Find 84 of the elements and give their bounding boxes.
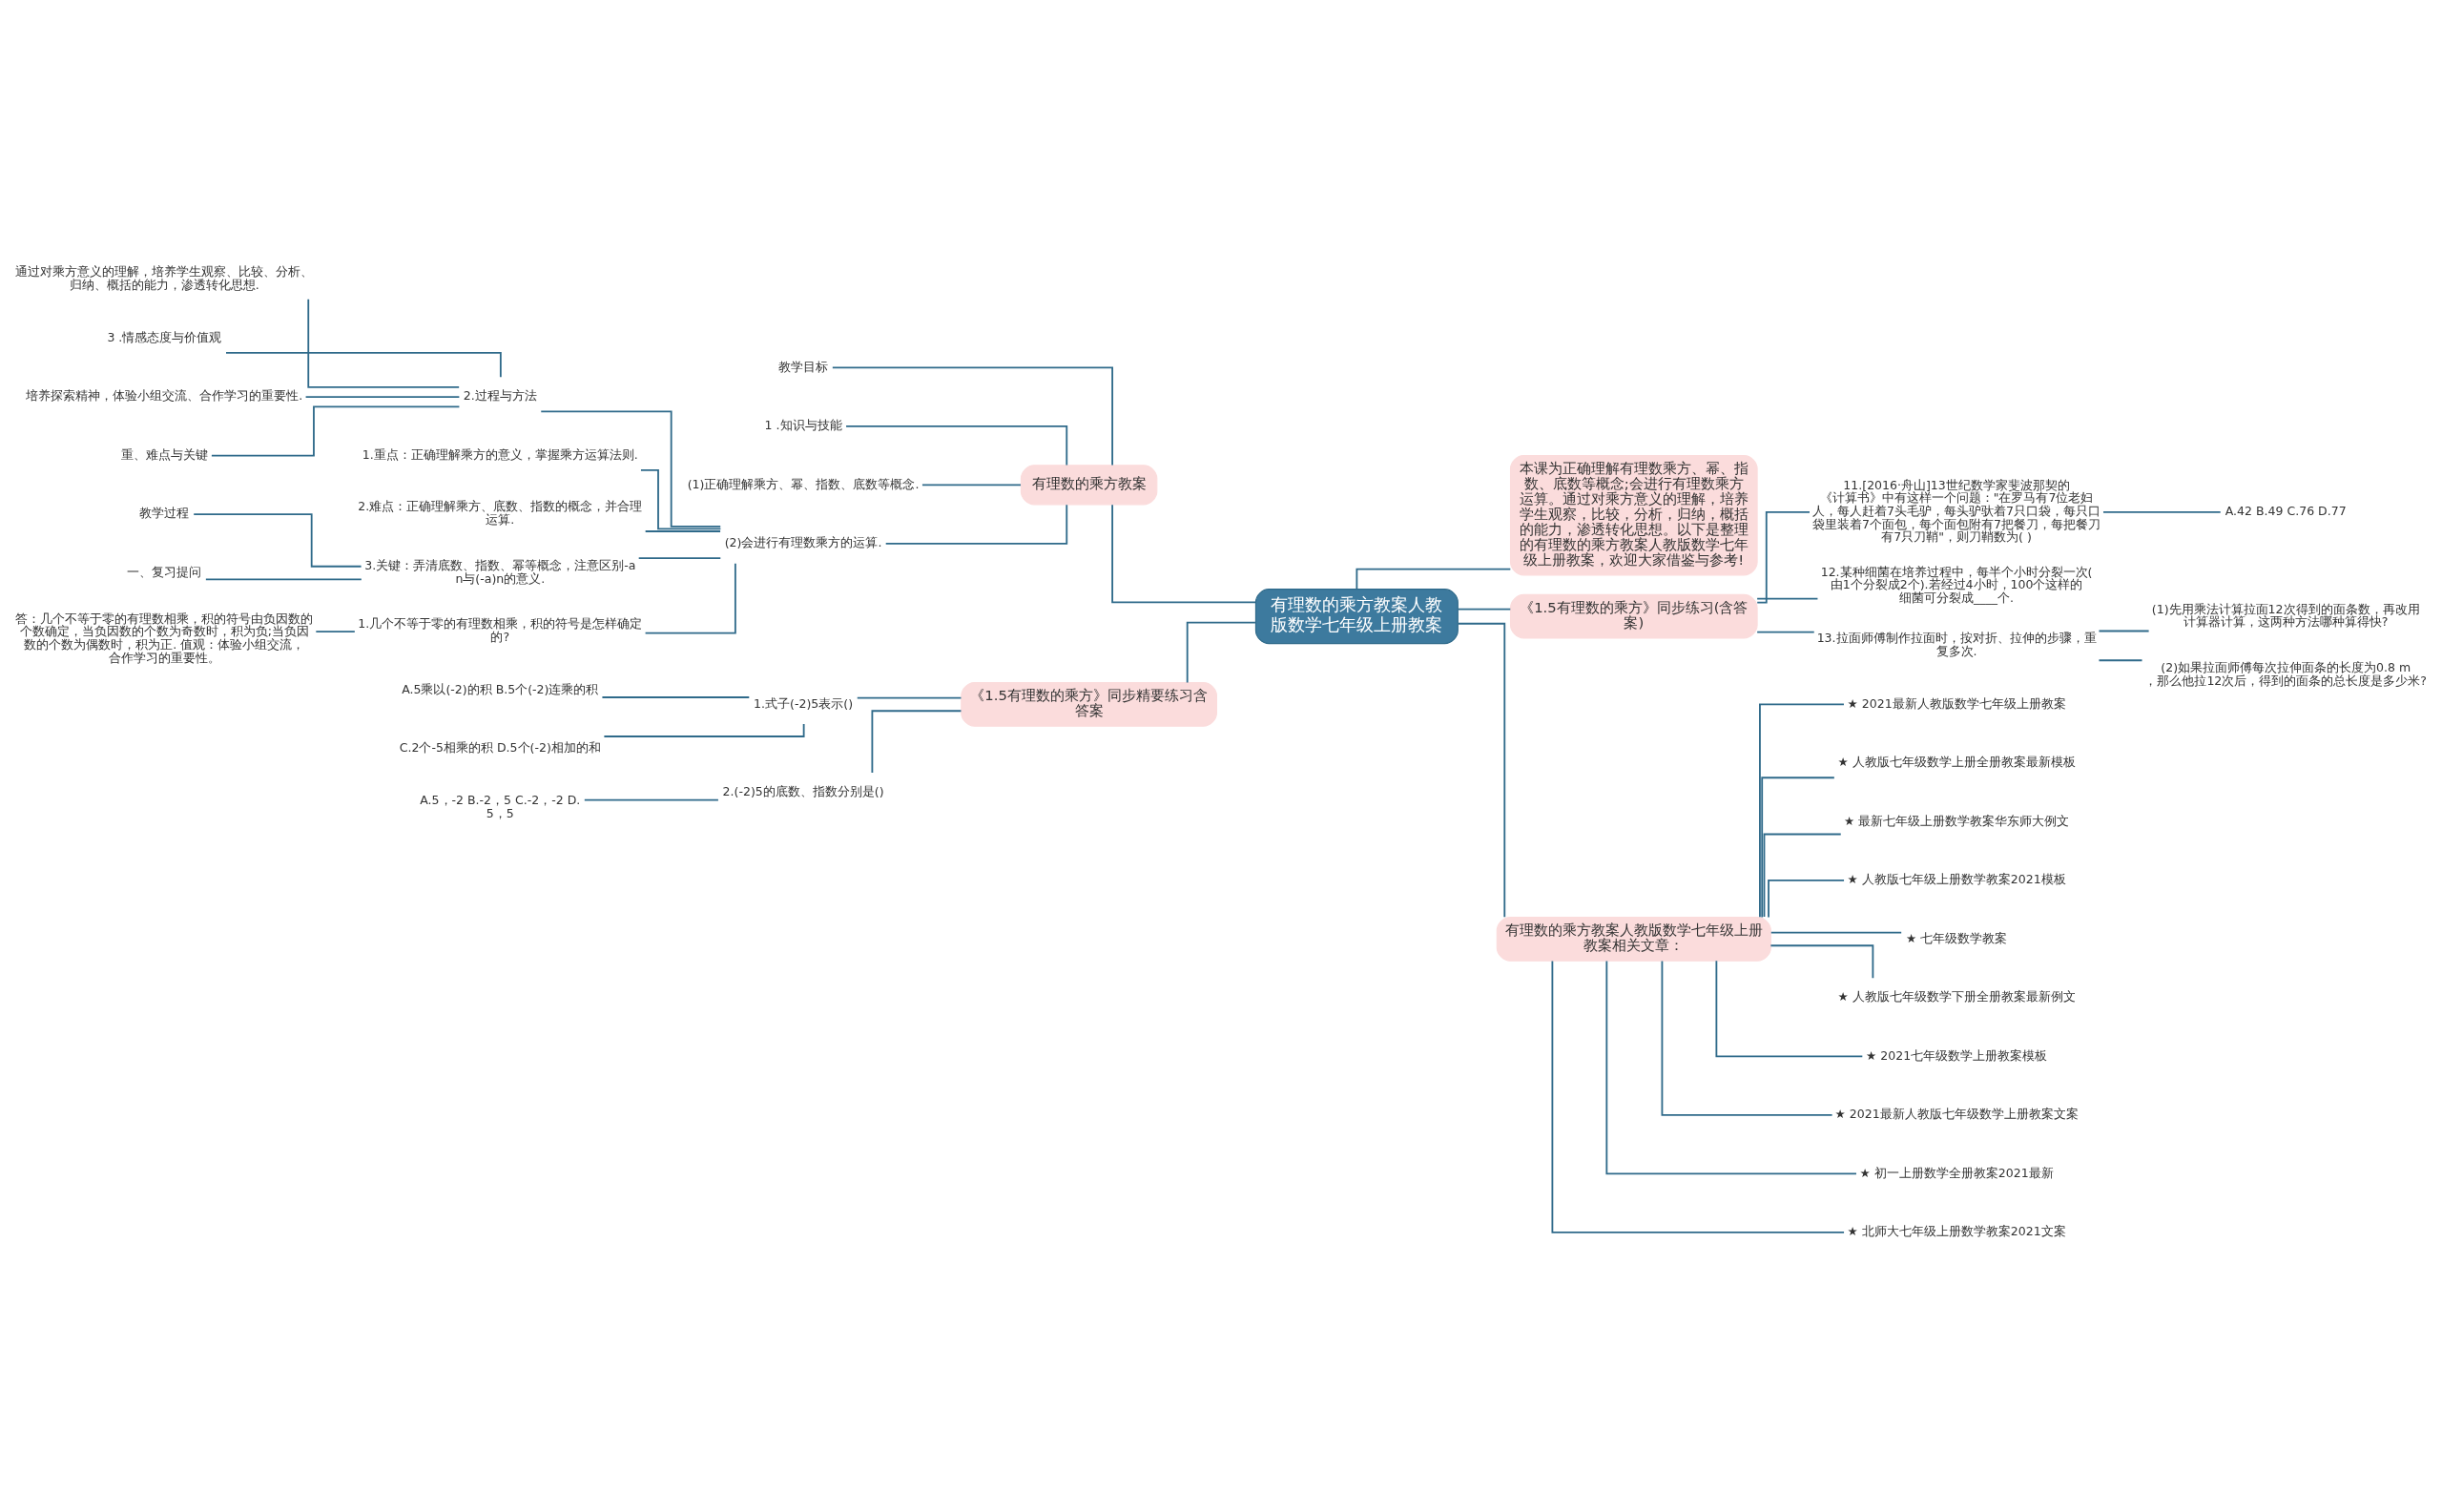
node-text: 重、难点与关键 [120, 446, 208, 462]
node-text: (1)先用乘法计算拉面12次得到的面条数，再改用计算器计算，这两种方法哪种算得快? [2151, 601, 2420, 630]
node-box: 有理数的乘方教案人教版数学七年级上册教案相关文章： [1496, 917, 1771, 962]
node-text: 11.[2016·舟山]13世纪数学家斐波那契的《计算书》中有这样一个问题："在罗马有7位老妇人，每人赶着7头毛驴，每头驴驮着7只口袋，每只口袋里装着7个面包，每个面包附有7把餐刀，每把餐刀有7只刀鞘"，则刀鞘数为( ) [1812, 477, 2101, 545]
node-text: 12.某种细菌在培养过程中，每半个小时分裂一次(由1个分裂成2个).若经过4小时，100个这样的细菌可分裂成____个. [1820, 564, 2093, 606]
connector [540, 410, 722, 528]
connector [884, 504, 1068, 545]
connector [1661, 960, 1833, 1116]
node-text: (2)会进行有理数乘方的运算. [724, 535, 882, 550]
node-text: 3.关键：弄清底数、指数、幂等概念，注意区别-an与(-a)n的意义. [364, 557, 636, 586]
connector [845, 425, 1068, 466]
connector [211, 405, 461, 457]
node-text: 一、复习提问 [127, 564, 202, 579]
connector [1769, 944, 1874, 980]
node-text: 1.式子(-2)5表示() [754, 695, 854, 711]
connector [1551, 960, 1845, 1233]
node-text: ★ 北师大七年级上册数学教案2021文案 [1847, 1224, 2066, 1239]
node-text: C.2个-5相乘的积 D.5个(-2)相加的和 [399, 740, 601, 756]
connector [831, 366, 1113, 466]
connector [1457, 622, 1506, 919]
node-text: A.42 B.49 C.76 D.77 [2225, 503, 2347, 518]
connector [1756, 510, 1811, 604]
connector [1605, 960, 1857, 1175]
node-text: 2.(-2)5的底数、指数分别是() [722, 783, 884, 798]
node-text: ★ 2021最新人教版七年级数学上册教案文案 [1834, 1107, 2079, 1122]
node-box: 本课为正确理解有理数乘方、幂、指数、底数等概念;会进行有理数乘方运算。通过对乘方意义的理解，培养学生观察，比较，分析，归纳，概括的能力，渗透转化思想。以下是整理的有理数的乘方教案人教版数学七年级上册教案，欢迎大家借鉴与参考! [1509, 455, 1758, 576]
node-text: ★ 最新七年级上册数学教案华东师大例文 [1843, 813, 2070, 828]
node-box: 有理数的乘方教案 [1020, 465, 1158, 506]
connector [307, 298, 461, 388]
node-text: 1 .知识与技能 [764, 418, 842, 433]
node-box: 《1.5有理数的乘方》同步练习(含答案) [1509, 593, 1758, 639]
node-text: ★ 初一上册数学全册教案2021最新 [1859, 1165, 2054, 1180]
connector [1356, 568, 1512, 590]
connector [1768, 880, 1845, 919]
node-text: ★ 人教版七年级上册数学教案2021模板 [1847, 872, 2066, 887]
connector [193, 513, 362, 568]
connector [921, 484, 1022, 487]
node-text: 2.过程与方法 [463, 388, 537, 404]
node-text: ★ 七年级数学教案 [1905, 930, 2008, 945]
connector [1715, 960, 1864, 1058]
node-text: 通过对乘方意义的理解，培养学生观察、比较、分析、归纳、概括的能力，渗透转化思想. [15, 264, 314, 293]
connector [1186, 621, 1256, 684]
connector [601, 696, 751, 698]
connector [2098, 659, 2143, 662]
connector [1756, 597, 1819, 600]
node-text: 1.几个不等于零的有理数相乘，积的符号是怎样确定的? [358, 616, 643, 645]
node-text: ★ 人教版七年级数学下册全册教案最新例文 [1837, 989, 2076, 1005]
node-text: (1)正确理解乘方、幂、指数、底数等概念. [687, 476, 920, 491]
node-text: 3 .情感态度与价值观 [107, 329, 222, 344]
node-text: 1.重点：正确理解乘方的意义，掌握乘方运算法则. [362, 446, 638, 462]
node-text: 培养探索精神，体验小组交流、合作学习的重要性. [26, 388, 303, 404]
node-text: A.5，-2 B.-2，5 C.-2，-2 D.5，5 [420, 792, 581, 820]
connector [1763, 833, 1842, 918]
node-text: A.5乘以(-2)的积 B.5个(-2)连乘的积 [402, 681, 599, 696]
connector [2102, 510, 2222, 513]
connector [1759, 703, 1845, 919]
node-box: 《1.5有理数的乘方》同步精要练习含答案 [961, 682, 1217, 727]
connector [1457, 608, 1512, 611]
node-text: ★ 2021七年级数学上册教案模板 [1866, 1047, 2048, 1063]
node-text: (2)如果拉面师傅每次拉伸面条的长度为0.8 m，那么他拉12次后，得到的面条的总长度是多少米? [2144, 660, 2427, 688]
connector [1761, 777, 1835, 919]
connector [1111, 504, 1257, 604]
connector [2098, 630, 2150, 632]
connector [644, 530, 721, 532]
connector [1769, 931, 1903, 934]
node-text: 教学目标 [778, 359, 829, 374]
node-text: ★ 人教版七年级数学上册全册教案最新模板 [1837, 755, 2076, 770]
connector [637, 557, 722, 560]
node-box: 有理数的乘方教案人教版数学七年级上册教案 [1254, 589, 1459, 645]
connector [225, 352, 502, 379]
connector [871, 710, 962, 774]
connector [304, 396, 461, 398]
node-text: ★ 2021最新人教版数学七年级上册教案 [1847, 695, 2066, 711]
connector [1756, 631, 1815, 633]
connector [640, 469, 722, 530]
connector [856, 696, 962, 699]
node-text: 13.拉面师傅制作拉面时，按对折、拉伸的步骤，重复多次. [1816, 631, 2097, 658]
connector [644, 562, 736, 634]
node-text: 答：几个不等于零的有理数相乘，积的符号由负因数的个数确定，当负因数的个数为奇数时，积为负;当负因数的个数为偶数时，积为正. 值观：体验小组交流，合作学习的重要性。 [15, 611, 314, 665]
node-text: 教学过程 [139, 506, 190, 521]
node-text: 2.难点：正确理解乘方、底数、指数的概念，并合理运算. [358, 499, 643, 528]
connector [583, 798, 719, 801]
connector [204, 578, 362, 581]
connector [315, 631, 356, 632]
